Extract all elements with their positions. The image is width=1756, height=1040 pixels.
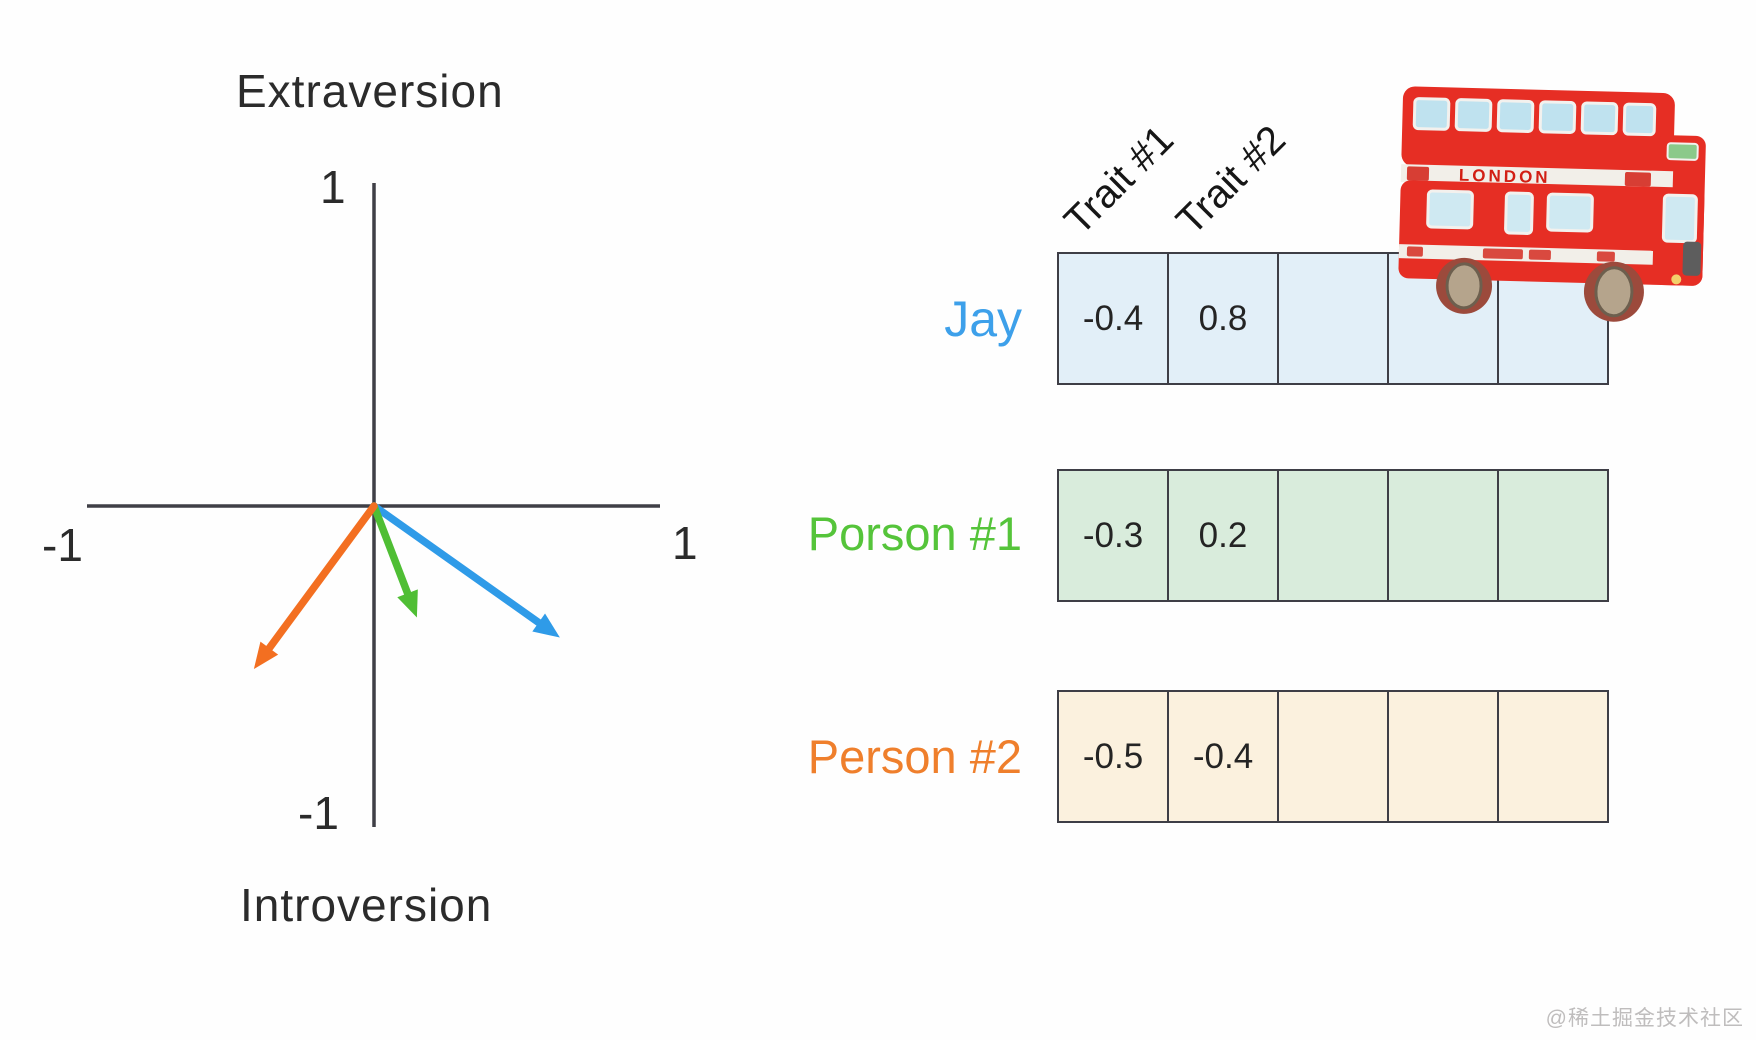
bus-upper-windows xyxy=(1412,97,1657,137)
london-bus-svg: LONDON xyxy=(1398,86,1706,322)
cell-person1-5 xyxy=(1497,469,1609,602)
cell-jay-trait2: 0.8 xyxy=(1167,252,1279,385)
row-label-jay: Jay xyxy=(944,291,1022,347)
vector-arrows xyxy=(253,502,560,670)
vector-arrow-person1 xyxy=(370,502,418,618)
table-row-person-1: -0.3 0.2 xyxy=(1057,469,1609,602)
london-bus-illustration: LONDON xyxy=(1385,76,1712,349)
cell-person2-4 xyxy=(1387,690,1499,823)
bus-windshield xyxy=(1661,193,1698,244)
cell-person2-5 xyxy=(1497,690,1609,823)
bus-wheels xyxy=(1436,257,1644,322)
bus-lower-windows xyxy=(1426,189,1594,235)
column-header-trait-2: Trait #2 xyxy=(1168,117,1295,244)
cell-jay-trait1: -0.4 xyxy=(1057,252,1169,385)
y-axis-tick-positive: 1 xyxy=(320,161,346,213)
cell-person1-3 xyxy=(1277,469,1389,602)
bus-sign-text: LONDON xyxy=(1459,166,1551,187)
axis-title-extraversion: Extraversion xyxy=(236,65,504,117)
row-label-person-2: Person #2 xyxy=(807,730,1022,783)
vector-plot xyxy=(87,183,660,827)
x-axis-tick-negative: -1 xyxy=(42,519,83,571)
x-axis-tick-positive: 1 xyxy=(672,517,698,569)
vector-arrow-jay xyxy=(370,502,560,638)
axis-title-introversion: Introversion xyxy=(240,879,493,931)
bus-grill xyxy=(1682,241,1702,276)
table-row-person-2: -0.5 -0.4 xyxy=(1057,690,1609,823)
cell-person2-trait2: -0.4 xyxy=(1167,690,1279,823)
cell-person1-trait1: -0.3 xyxy=(1057,469,1169,602)
vector-arrow-person2 xyxy=(253,502,378,670)
bus-destination-sign xyxy=(1666,142,1699,161)
bus-headlight xyxy=(1671,274,1682,285)
cell-person1-trait2: 0.2 xyxy=(1167,469,1279,602)
cell-person2-3 xyxy=(1277,690,1389,823)
watermark-text: @稀土掘金技术社区 xyxy=(1545,1007,1744,1030)
cell-person1-4 xyxy=(1387,469,1499,602)
cell-person2-trait1: -0.5 xyxy=(1057,690,1169,823)
y-axis-tick-negative: -1 xyxy=(298,787,339,839)
row-label-person-1: Porson #1 xyxy=(807,507,1022,560)
column-header-trait-1: Trait #1 xyxy=(1056,117,1183,244)
cell-jay-3 xyxy=(1277,252,1389,385)
